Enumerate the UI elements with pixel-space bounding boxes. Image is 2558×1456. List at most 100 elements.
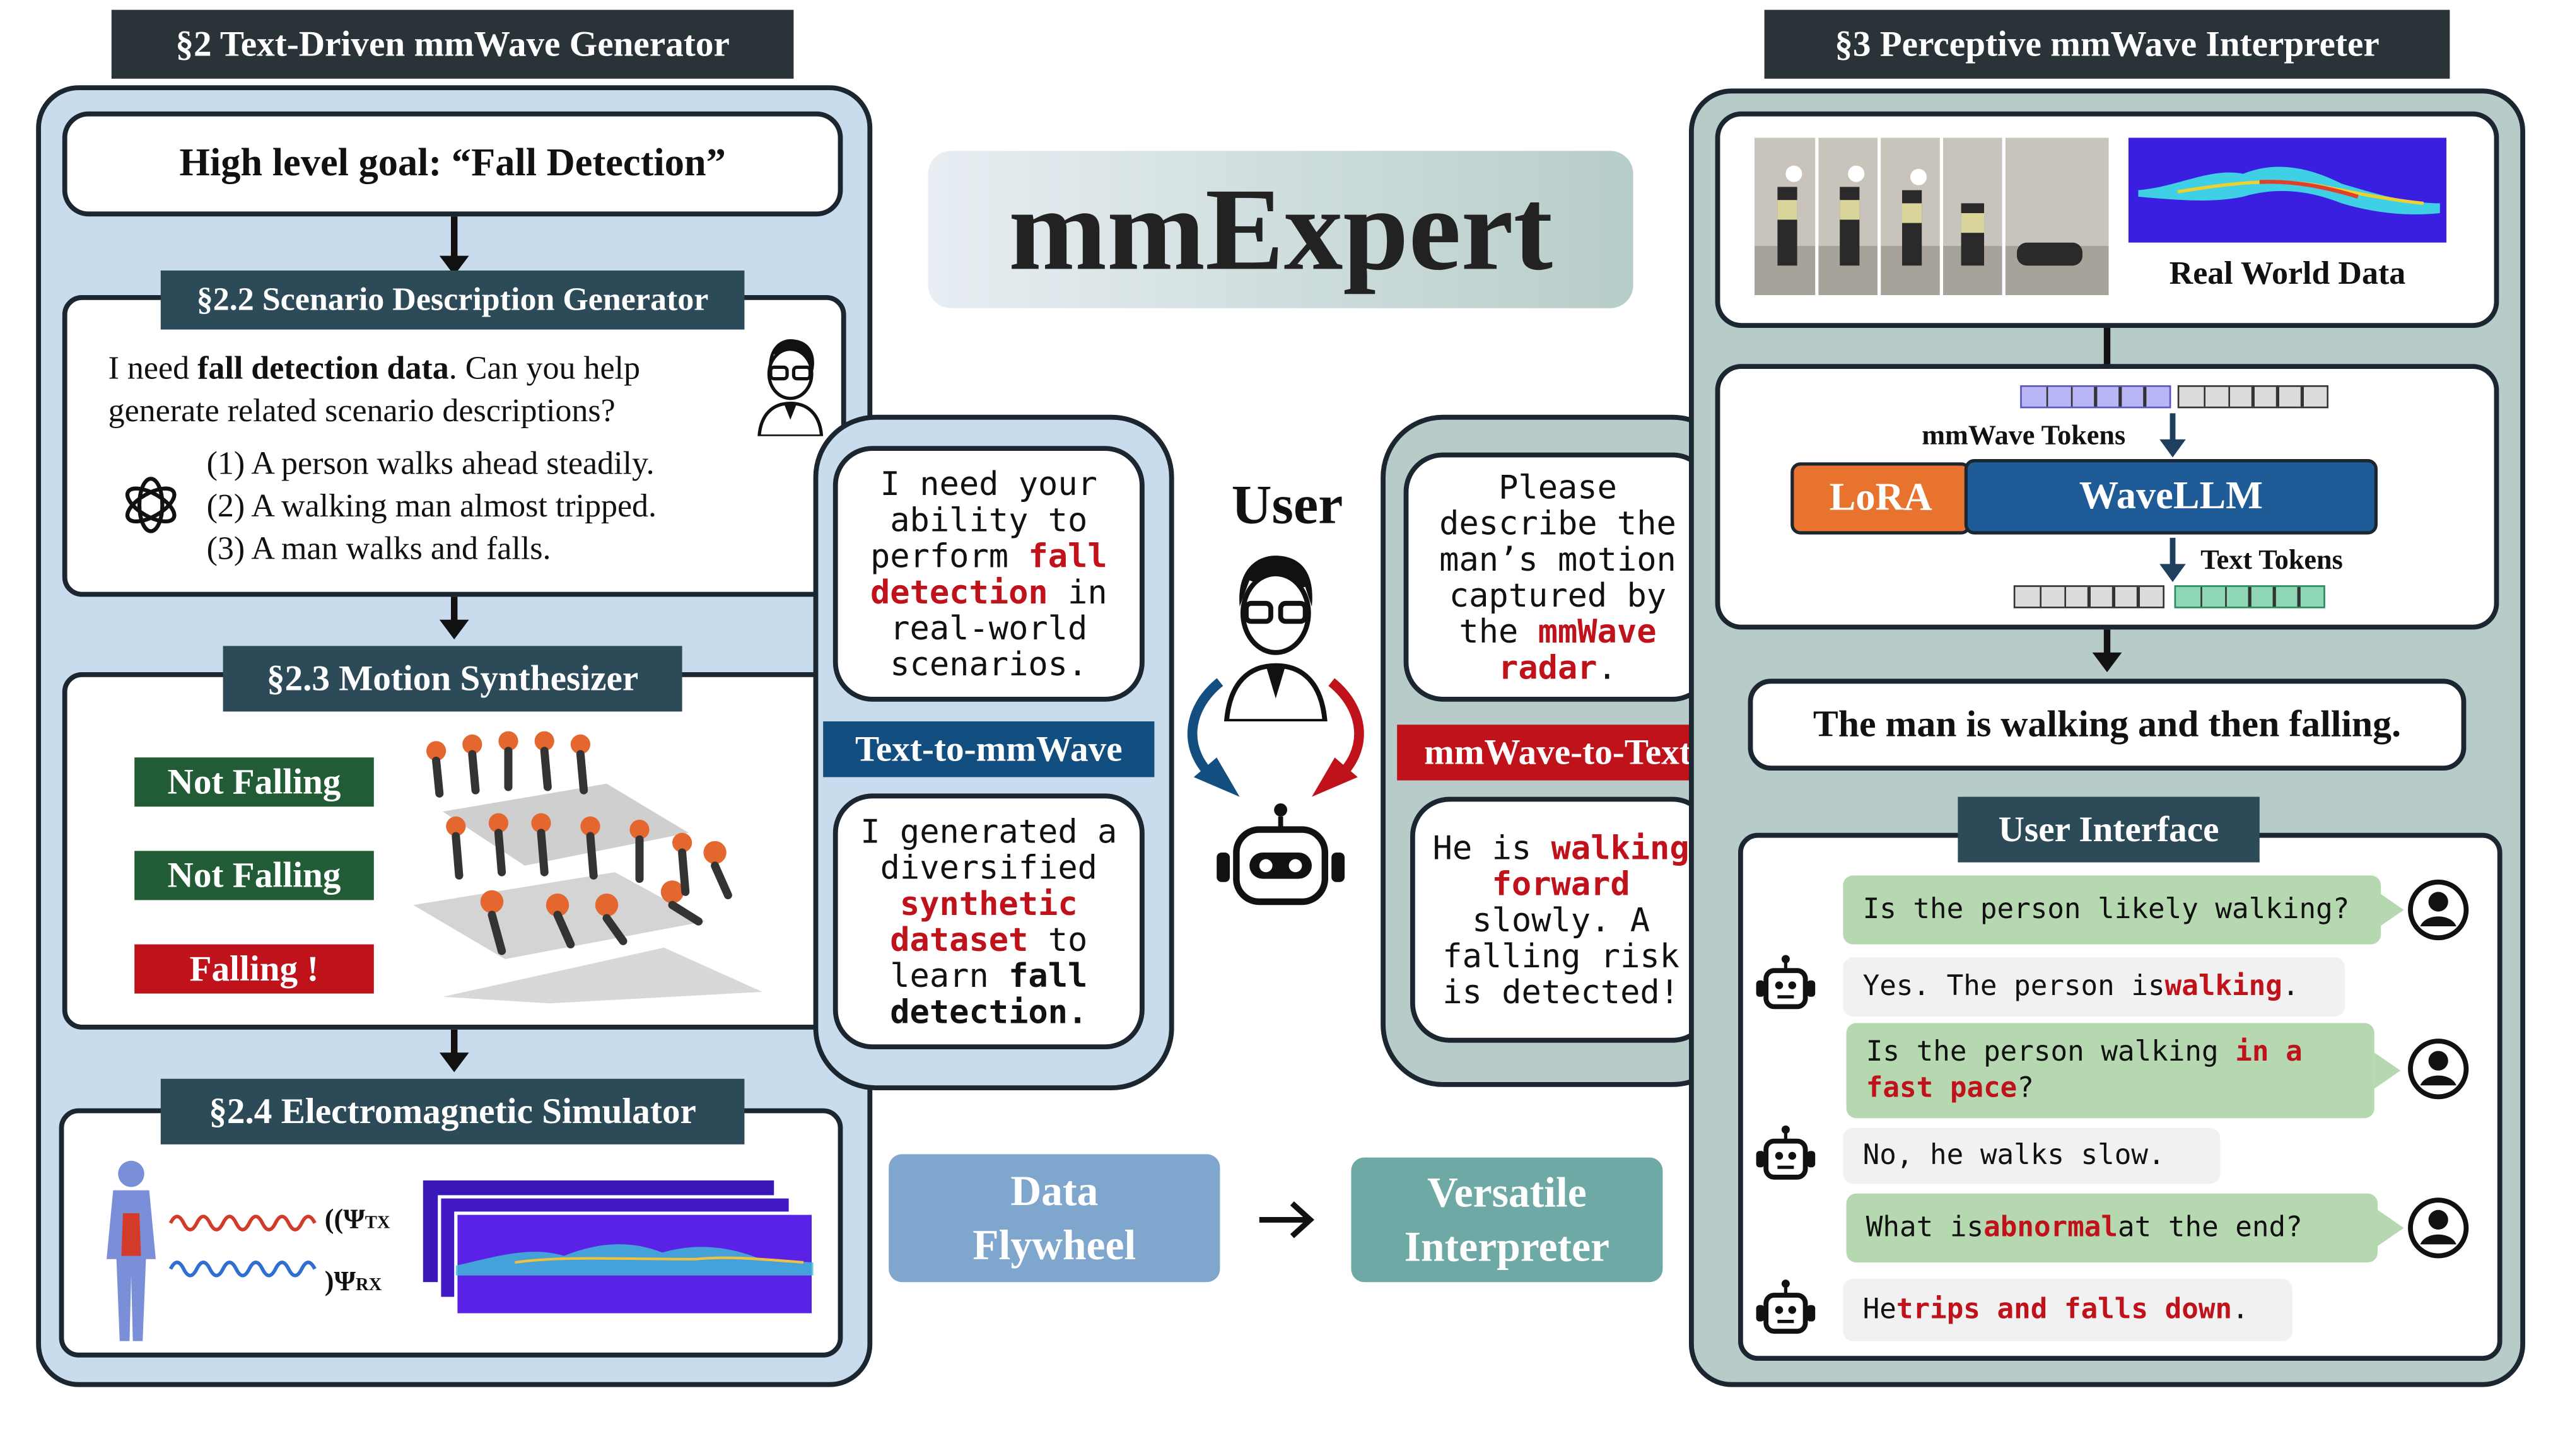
chat-highlight: in a (2235, 1036, 2303, 1069)
robot-icon (1756, 1125, 1816, 1180)
flywheel-line: Flywheel (972, 1221, 1136, 1269)
chat-highlight: walking (2164, 970, 2282, 1004)
bubble-line: captured by (1449, 575, 1667, 615)
motion-synthesizer-tab: §2.3 Motion Synthesizer (223, 646, 682, 712)
chat-highlight: trips and falls down (1896, 1293, 2233, 1327)
bubble-tail (2377, 892, 2404, 928)
bubble-text: perform (870, 536, 1029, 576)
wavellm-block: WaveLLM (1964, 459, 2378, 535)
bubble-highlight: walking (1551, 828, 1690, 868)
motion-figures-illustration (413, 731, 762, 1004)
arrow-down-icon (439, 619, 469, 639)
bubble-bold: fall (1008, 955, 1088, 996)
left-section-header: §2 Text-Driven mmWave Generator (111, 9, 794, 79)
bubble-highlight: mmWave (1538, 611, 1657, 651)
rx-antenna: )ΨRX (325, 1266, 382, 1298)
flywheel-line: Data (1010, 1167, 1099, 1215)
chat-text: ? (2017, 1072, 2034, 1105)
tx-antenna: ((ΨTX (325, 1203, 390, 1236)
rx-label: RX (355, 1275, 382, 1295)
bubble-highlight: fall (1028, 536, 1107, 576)
bubble-highlight: detection (870, 572, 1048, 612)
scenario-item: (2) A walking man almost tripped. (206, 488, 657, 525)
scenario-item: (1) A person walks ahead steadily. (206, 446, 655, 482)
mmwave-token-strip (2020, 385, 2171, 409)
falling-label: Falling ! (134, 944, 374, 994)
bubble-text: learn (890, 955, 1009, 996)
user-avatar-icon (2408, 1039, 2469, 1100)
bubble-line: scenarios. (890, 644, 1088, 684)
right-arrow-icon (1259, 1201, 1314, 1238)
chat-highlight: abnormal (1983, 1211, 2118, 1245)
bubble-line: describe the (1439, 503, 1676, 543)
chat-bot-message: Yes. The person is walking. (1843, 957, 2345, 1016)
bubble-highlight: radar (1498, 648, 1597, 687)
placeholder-token-strip (2177, 385, 2328, 409)
chat-user-message: What is abnormal at the end? (1846, 1193, 2378, 1262)
chat-text: No, he walks slow. (1862, 1139, 2165, 1172)
antenna-icon: )Ψ (324, 1266, 356, 1297)
prompt-text: generate related scenario descriptions? (108, 393, 616, 430)
bubble-line: falling risk (1442, 936, 1680, 976)
arrow-down-icon (2159, 413, 2186, 458)
bubble-tail (2374, 1052, 2401, 1089)
scenario-description-card (62, 294, 846, 597)
scenario-prompt: I need fall detection data. Can you help… (108, 347, 640, 433)
arrow-down-icon (2159, 537, 2186, 582)
real-world-video-frames (1755, 137, 2109, 295)
chat-text: . (2282, 970, 2299, 1004)
data-flywheel-box: Data Flywheel (889, 1154, 1220, 1283)
bubble-line: detection. (890, 992, 1088, 1032)
chat-text: Yes. The person is (1862, 970, 2165, 1004)
bubble-line: Please (1498, 467, 1617, 507)
bubble-line: I need your (880, 463, 1097, 504)
text-token-strip (2174, 585, 2325, 609)
chat-text: What is (1866, 1211, 1984, 1245)
text-to-mmwave-label: Text-to-mmWave (823, 721, 1155, 778)
arrow-line (451, 597, 458, 623)
chat-bot-message: No, he walks slow. (1843, 1127, 2221, 1184)
em-simulator-tab: §2.4 Electromagnetic Simulator (160, 1078, 745, 1144)
not-falling-label: Not Falling (134, 851, 374, 900)
chat-text: . (2232, 1293, 2249, 1327)
bubble-text: in (1048, 572, 1107, 612)
chat-text: He (1862, 1293, 1896, 1327)
radar-wave-signals-icon (168, 1214, 317, 1278)
arrow-line (2103, 629, 2111, 656)
chat-text: at the end? (2118, 1211, 2303, 1245)
bubble-line: real-world (890, 608, 1088, 648)
bubble-text: He is (1432, 828, 1551, 868)
motion-answer-bubble: He is walking forward slowly. A falling … (1410, 796, 1712, 1043)
bubble-line: man’s motion (1439, 539, 1676, 579)
high-level-goal-box: High level goal: “Fall Detection” (62, 111, 843, 217)
bubble-line: is detected! (1442, 972, 1680, 1012)
connector-line (2103, 328, 2111, 368)
chat-user-message: Is the person likely walking? (1843, 875, 2381, 945)
mmwave-tokens-label: mmWave Tokens (1922, 419, 2126, 451)
prompt-text: I need (108, 351, 198, 387)
scenario-description-tab: §2.2 Scenario Description Generator (160, 270, 745, 330)
bubble-line: ability to (890, 500, 1088, 540)
chat-bot-message: He trips and falls down. (1843, 1278, 2292, 1341)
right-section-header: §3 Perceptive mmWave Interpreter (1764, 9, 2450, 79)
mmexpert-title: mmExpert (928, 151, 1633, 308)
user-interface-tab: User Interface (1958, 796, 2260, 863)
scenario-item: (3) A man walks and falls. (206, 531, 551, 568)
chatgpt-logo-icon (125, 477, 177, 533)
bubble-line: diversified (880, 847, 1097, 887)
chat-highlight: fast pace (1866, 1072, 2018, 1105)
tx-label: TX (365, 1213, 390, 1233)
bubble-text: the (1459, 611, 1538, 651)
text-tokens-label: Text Tokens (2200, 544, 2343, 576)
interpreter-line: Interpreter (1404, 1223, 1610, 1271)
chat-user-message: Is the person walking in a fast pace? (1846, 1023, 2374, 1119)
user-label: User (1231, 475, 1343, 537)
lora-block: LoRA (1790, 462, 1971, 535)
chat-text: Is the person likely walking? (1862, 894, 2350, 926)
bubble-highlight: forward (1492, 864, 1630, 904)
not-falling-label: Not Falling (134, 757, 374, 807)
user-request-bubble: I need your ability to perform fall dete… (832, 446, 1145, 702)
bubble-highlight: dataset (890, 919, 1029, 959)
placeholder-token-strip (2013, 585, 2164, 609)
user-avatar-icon (757, 339, 824, 436)
